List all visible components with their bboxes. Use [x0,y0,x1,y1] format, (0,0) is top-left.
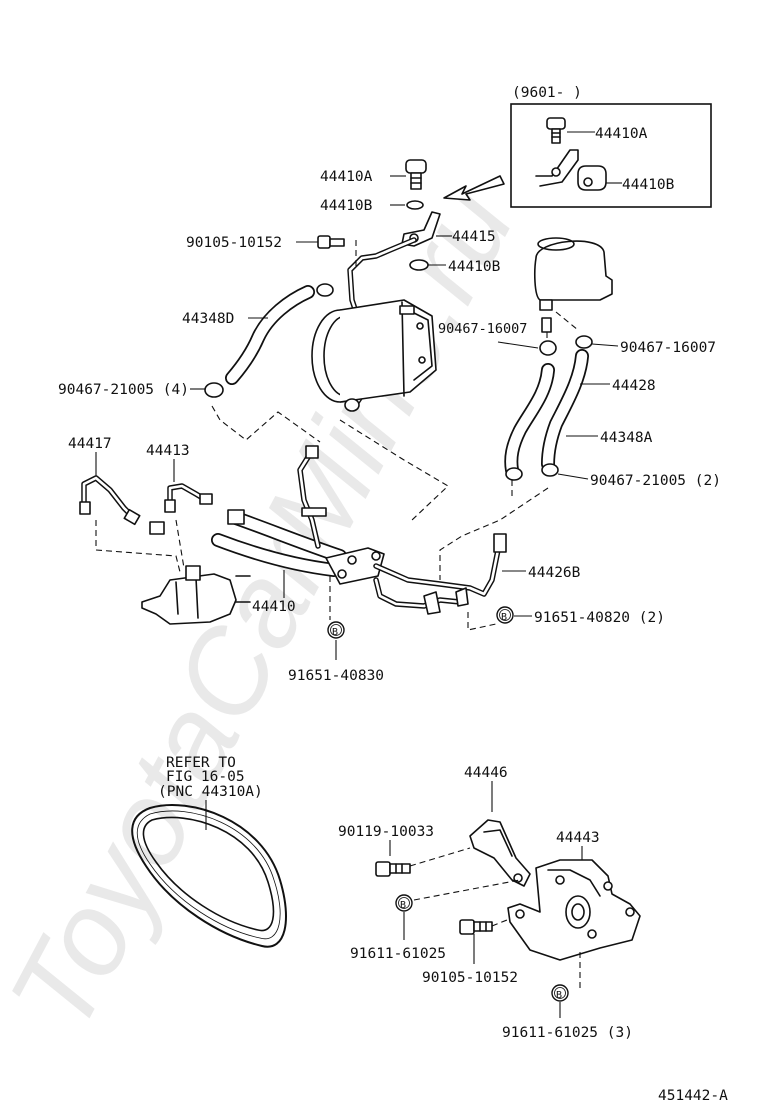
label-44348A: 44348A [600,430,653,446]
clamp-44410B-right [409,259,429,271]
inset-arrow-icon [443,175,505,201]
clamp-90467-21005-2b [541,463,559,477]
label-44410B-right: 44410B [448,259,501,275]
clip-90467-16007-left [539,340,557,356]
inset-label-44410A: 44410A [595,126,648,142]
label-44413: 44413 [146,443,190,459]
bolt-90119-10033 [375,861,411,877]
label-44446: 44446 [464,765,508,781]
bracket-44446 [469,819,531,887]
bolt-44410A [405,159,427,190]
bracket-44443 [507,859,641,961]
label-44410: 44410 [252,599,296,615]
label-44428: 44428 [612,378,656,394]
bolt-marker-91611-61025: B [395,894,413,912]
grommet [149,521,165,535]
inset-clamp-icon [577,165,607,191]
label-91651-40820-2: 91651-40820 (2) [534,610,665,626]
inset-range-label: (9601- ) [512,85,582,101]
central-bracket [325,547,385,585]
label-90467-21005-4: 90467-21005 (4) [58,382,189,398]
label-90467-21005-2: 90467-21005 (2) [590,473,721,489]
refer-line-3: (PNC 44310A) [158,784,263,800]
svg-text:B: B [332,627,338,638]
bolt-90105-10152-bottom [459,919,493,935]
label-44348D: 44348D [182,311,234,327]
label-91611-61025: 91611-61025 [350,946,446,962]
steering-gear-box [141,565,251,625]
label-91611-61025-3: 91611-61025 (3) [502,1025,633,1041]
bolt-marker-91611-61025-3: B [551,984,569,1002]
label-44417: 44417 [68,436,112,452]
inset-label-44410B: 44410B [622,177,675,193]
pipe-44417 [79,475,141,526]
svg-text:B: B [556,990,562,1001]
clip-90467-16007-right [575,335,593,349]
inset-box: (9601- ) 44410A 44410B [510,85,712,208]
label-90105-10152-top: 90105-10152 [186,235,282,251]
label-44410A: 44410A [320,169,373,185]
bolt-90105-10152-top [317,235,345,249]
svg-text:B: B [400,900,406,911]
label-44410B: 44410B [320,198,373,214]
label-90467-16007-left: 90467-16007 [438,321,527,337]
pipe-44426B [373,533,507,615]
pipe-44413 [164,483,213,513]
inset-bracket [535,149,579,187]
label-44426B: 44426B [528,565,581,581]
reservoir-tank [534,237,613,333]
label-90105-10152-bottom: 90105-10152 [422,970,518,986]
label-44443: 44443 [556,830,600,846]
v-belt [131,804,287,948]
clamp-90467-21005-4 [204,382,224,398]
power-steering-pump [311,299,437,412]
label-90467-16007-right: 90467-16007 [620,340,716,356]
figure-code: 451442-A [658,1088,728,1104]
refer-line-2: FIG 16-05 [166,769,245,785]
inset-bolt-icon [546,117,566,144]
bolt-marker-91651-40820: B [496,606,514,624]
bolt-marker-91651-40830: B [327,621,345,639]
refer-line-1: REFER TO [166,755,236,771]
label-91651-40830: 91651-40830 [288,668,384,684]
label-44415: 44415 [452,229,496,245]
label-90119-10033: 90119-10033 [338,824,434,840]
hose-44410 [211,509,347,577]
washer-44410B [406,200,424,210]
svg-text:B: B [501,612,507,623]
tube-clip [301,507,327,517]
clamp-90467-21005-2a [505,467,523,481]
clip-upper [316,283,334,297]
